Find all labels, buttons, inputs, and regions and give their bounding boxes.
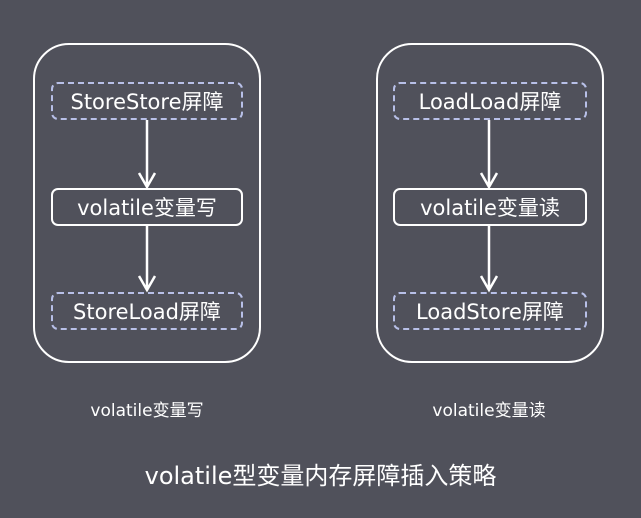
arrow-right-top [479, 120, 499, 190]
loadstore-barrier: LoadStore屏障 [393, 292, 587, 330]
arrow-left-top [137, 120, 157, 190]
volatile-write-box: volatile变量写 [51, 188, 243, 226]
read-panel [376, 43, 604, 363]
write-panel [33, 43, 261, 363]
storestore-barrier: StoreStore屏障 [51, 82, 243, 120]
volatile-read-box: volatile变量读 [393, 188, 587, 226]
arrow-left-bottom [137, 226, 157, 293]
diagram-title: volatile型变量内存屏障插入策略 [144, 462, 497, 490]
loadload-barrier: LoadLoad屏障 [393, 82, 587, 120]
read-caption: volatile变量读 [432, 401, 546, 421]
storeload-barrier: StoreLoad屏障 [51, 292, 243, 330]
arrow-right-bottom [479, 226, 499, 293]
write-caption: volatile变量写 [90, 401, 204, 421]
